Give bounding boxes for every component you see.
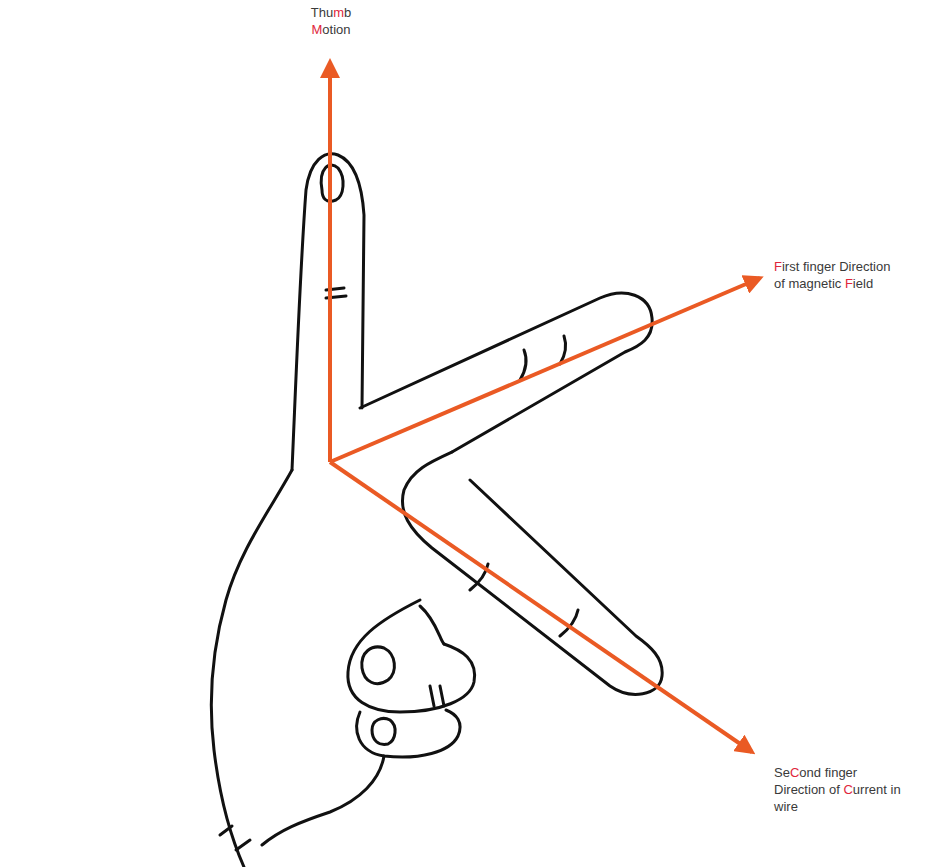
wrist-crease (220, 826, 250, 850)
knuckle-crease (520, 336, 566, 380)
current-arrow (330, 462, 752, 752)
second-finger-label: SeCond finger Direction of Current in wi… (774, 764, 909, 815)
fingernail (372, 718, 395, 744)
vector-arrows (330, 62, 760, 752)
hand-outline (211, 154, 662, 867)
second-finger (402, 452, 662, 694)
field-arrow (330, 278, 760, 462)
folded-finger (357, 710, 460, 757)
fingernail (321, 165, 343, 201)
thumb-label: Thumb Motion (300, 4, 362, 38)
palm-edge (211, 470, 292, 867)
knuckle-crease (430, 686, 444, 706)
first-finger-label: First finger Direction of magnetic Field (774, 258, 904, 292)
palm-edge (420, 606, 444, 644)
motion-arrow (328, 62, 332, 462)
wrist-edge (262, 756, 384, 845)
first-finger (360, 293, 652, 452)
fingernail (362, 647, 395, 684)
knuckle-crease (470, 564, 578, 636)
folded-finger (348, 600, 475, 712)
